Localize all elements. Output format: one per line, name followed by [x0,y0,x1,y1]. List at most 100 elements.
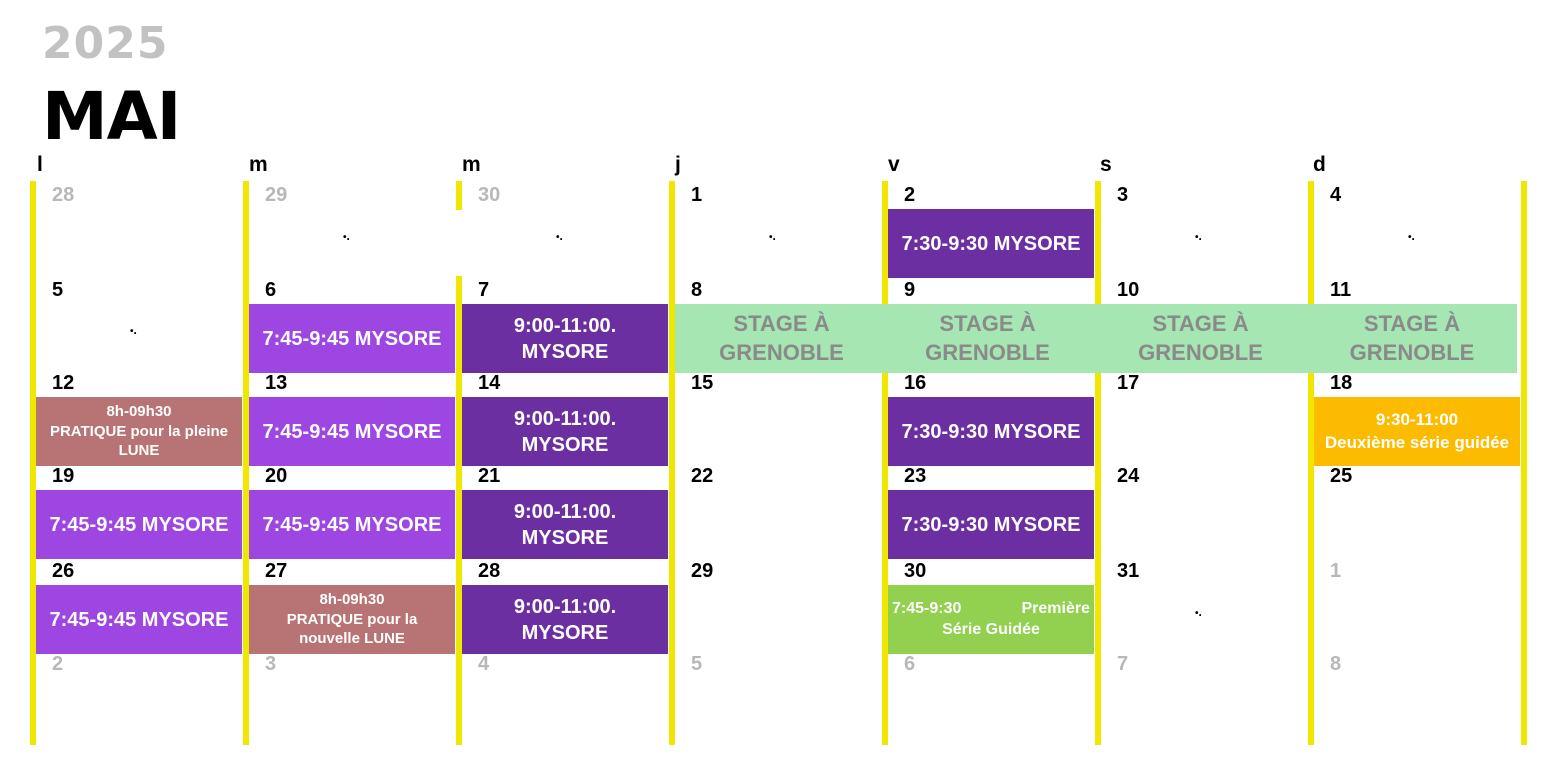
event-text-line: 7:45-9:30 [892,599,962,617]
day-number: 29 [691,560,714,582]
event-text-line: 7:45-9:45 MYSORE [262,420,442,443]
event-text-line: 9:00-11:00. [513,314,617,337]
day-number: 6 [265,279,277,301]
dot-mark: •․ [1195,232,1202,243]
event-text: 7:30-9:30 MYSORE [902,512,1081,538]
day-number: 2 [52,653,64,675]
day-number: 14 [478,372,501,394]
weekday-header-thu: j [675,153,681,176]
event-text-line: STAGE À [1152,310,1249,336]
event-text-line: 7:30-9:30 MYSORE [901,513,1081,536]
day-number: 8 [1330,653,1342,675]
day-number: 9 [904,279,916,301]
month-title: MAI [42,78,181,155]
day-number: 30 [478,184,501,206]
event-text-line: 7:45-9:45 MYSORE [262,513,442,536]
event-text-line: 7:45-9:45 MYSORE [49,513,229,536]
event-text: 9:00-11:00.MYSORE [514,594,616,646]
event-text-line: MYSORE [521,526,609,549]
event-text-line: 7:45-9:45 MYSORE [49,608,229,631]
event-text-line: GRENOBLE [719,339,844,365]
event-w3-mon[interactable]: 7:45-9:45 MYSORE [36,490,242,559]
dot-mark: •․ [130,326,137,337]
day-number: 16 [904,372,927,394]
event-text-line: 9:30-11:00 [1375,410,1459,430]
day-number: 29 [265,184,288,206]
event-text-line: MYSORE [521,340,609,363]
event-text-line: PRATIQUE pour la pleine [49,422,229,440]
weekday-header-sun: d [1313,153,1326,176]
day-number: 1 [1330,560,1342,582]
day-number: 7 [478,279,490,301]
event-w2-fri[interactable]: 7:30-9:30 MYSORE [888,397,1094,466]
day-number: 11 [1330,279,1352,301]
day-number: 27 [265,560,288,582]
day-number: 25 [1330,465,1353,487]
event-w3-fri[interactable]: 7:30-9:30 MYSORE [888,490,1094,559]
event-w3-tue[interactable]: 7:45-9:45 MYSORE [249,490,455,559]
event-text-line: GRENOBLE [925,339,1050,365]
event-text-line: 8h-09h30 [106,403,172,421]
dot-mark: •․ [1195,608,1202,619]
event-text: 9:00-11:00. MYSORE [514,313,616,365]
day-number: 8 [691,279,703,301]
day-number: 23 [904,465,927,487]
dot-mark: •․ [769,232,776,243]
day-number: 6 [904,653,916,675]
weekday-header-mon: l [37,153,43,176]
event-text: 7:45-9:45 MYSORE [263,419,442,445]
day-number: 19 [52,465,75,487]
event-w4-mon[interactable]: 7:45-9:45 MYSORE [36,585,242,654]
weekday-header-sat: s [1100,153,1112,176]
column-divider [1521,181,1527,745]
event-text: 7:45-9:45 MYSORE [263,512,442,538]
day-number: 5 [52,279,64,301]
event-w2-tue[interactable]: 7:45-9:45 MYSORE [249,397,455,466]
event-text-line: STAGE À [1363,310,1461,336]
event-w1-wed[interactable]: 9:00-11:00. MYSORE [462,304,668,373]
day-number: 26 [52,560,75,582]
event-text: 9:00-11:00.MYSORE [514,406,616,458]
day-number: 1 [691,184,703,206]
event-text-line: Deuxième série guidée [1324,432,1510,452]
event-w2-wed[interactable]: 9:00-11:00.MYSORE [462,397,668,466]
day-number: 12 [52,372,75,394]
column-divider [456,276,462,745]
day-number: 21 [478,465,501,487]
event-w1-tue[interactable]: 7:45-9:45 MYSORE [249,304,455,373]
event-text: 7:45-9:45 MYSORE [50,512,229,538]
day-number: 22 [691,465,714,487]
event-text-line: GRENOBLE [1349,339,1475,365]
column-divider [1095,181,1101,745]
event-w4-wed[interactable]: 9:00-11:00.MYSORE [462,585,668,654]
event-text: 7:45-9:45 MYSORE [263,326,442,352]
event-text: 7:45-9:45 MYSORE [50,607,229,633]
day-number: 3 [1117,184,1129,206]
day-number: 20 [265,465,288,487]
day-number: 28 [52,184,75,206]
day-number: 5 [691,653,703,675]
event-text: 7:30-9:30 MYSORE [902,419,1081,445]
event-text-line: 8h-09h30 [319,591,385,609]
day-number: 17 [1117,372,1140,394]
event-text-line: 7:45-9:45 MYSORE [262,327,442,350]
event-w0-fri[interactable]: 7:30-9:30 MYSORE [888,209,1094,278]
event-text: 9:00-11:00.MYSORE [514,499,616,551]
event-w1-sun[interactable]: STAGE À GRENOBLE [1307,304,1517,373]
event-w3-wed[interactable]: 9:00-11:00.MYSORE [462,490,668,559]
day-number: 2 [904,184,916,206]
weekday-header-wed: m [462,153,481,176]
day-number: 10 [1117,279,1140,301]
